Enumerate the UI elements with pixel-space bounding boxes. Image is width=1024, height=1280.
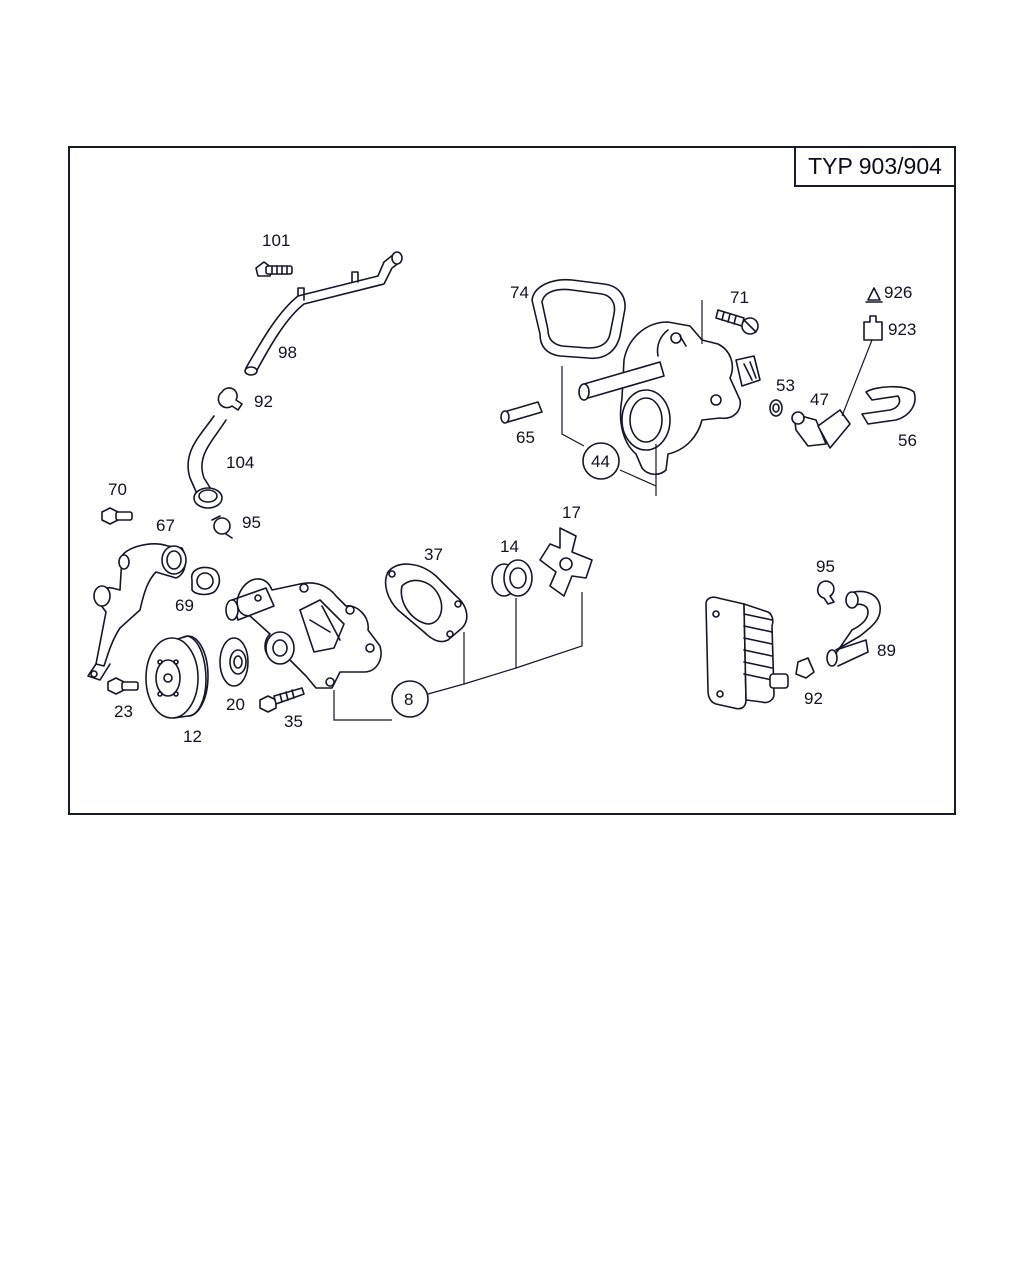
- callout-92: 92: [254, 392, 273, 411]
- callout-98: 98: [278, 343, 297, 362]
- clamp-95-left: [211, 515, 233, 539]
- oring-53: [769, 399, 783, 417]
- clamp-92-left: [217, 387, 243, 411]
- clip-56: [861, 385, 916, 425]
- callout-23: 23: [114, 702, 133, 721]
- pipe-98: [244, 251, 403, 376]
- type-label: TYP 903/904: [794, 146, 956, 187]
- callout-69: 69: [175, 596, 194, 615]
- callout-53: 53: [776, 376, 795, 395]
- diagram-frame: [68, 146, 956, 815]
- callout-17: 17: [562, 503, 581, 522]
- callout-71: 71: [730, 288, 749, 307]
- water-pump-housing: [225, 578, 382, 689]
- hub-20: [219, 637, 249, 687]
- pin-65: [500, 401, 543, 424]
- callout-8: 8: [404, 690, 413, 709]
- bolt-23: [107, 677, 139, 695]
- gasket-37: [384, 563, 468, 643]
- connector-923: [841, 315, 883, 417]
- callout-101: 101: [262, 231, 290, 250]
- gasket-74: [531, 278, 626, 360]
- callout-35: 35: [284, 712, 303, 731]
- oil-cooler: [705, 596, 789, 710]
- impeller-17: [539, 527, 593, 597]
- callout-37: 37: [424, 545, 443, 564]
- callout-44: 44: [591, 452, 610, 471]
- callout-12: 12: [183, 727, 202, 746]
- gasket-69: [190, 566, 221, 596]
- hose-89: [826, 590, 881, 667]
- sensor-47: [791, 409, 851, 449]
- seal-14: [491, 559, 533, 597]
- callout-14: 14: [500, 537, 519, 556]
- bolt-35: [259, 687, 305, 713]
- callout-923: 923: [888, 320, 916, 339]
- callout-92-right: 92: [804, 689, 823, 708]
- callout-74: 74: [510, 283, 529, 302]
- callout-56: 56: [898, 431, 917, 450]
- callout-95: 95: [242, 513, 261, 532]
- thermostat-housing-44: [619, 321, 761, 476]
- bolt-101: [255, 261, 293, 277]
- callout-20: 20: [226, 695, 245, 714]
- bolt-70: [101, 507, 133, 525]
- clamp-95-right: [816, 580, 835, 605]
- hose-104: [187, 415, 227, 509]
- bolt-71: [715, 309, 759, 335]
- pulley-12: [145, 635, 209, 719]
- callout-67: 67: [156, 516, 175, 535]
- cap-926: [865, 287, 883, 303]
- clamp-92-right: [795, 657, 815, 679]
- pipe-stub: [578, 361, 665, 401]
- housing-kit-leaders: [561, 300, 703, 496]
- callout-95-right: 95: [816, 557, 835, 576]
- callout-47: 47: [810, 390, 829, 409]
- elbow-67: [87, 543, 187, 681]
- pump-kit-leaders: [333, 592, 583, 721]
- callout-70: 70: [108, 480, 127, 499]
- callout-65: 65: [516, 428, 535, 447]
- callout-926: 926: [884, 283, 912, 302]
- callout-89: 89: [877, 641, 896, 660]
- callout-104: 104: [226, 453, 254, 472]
